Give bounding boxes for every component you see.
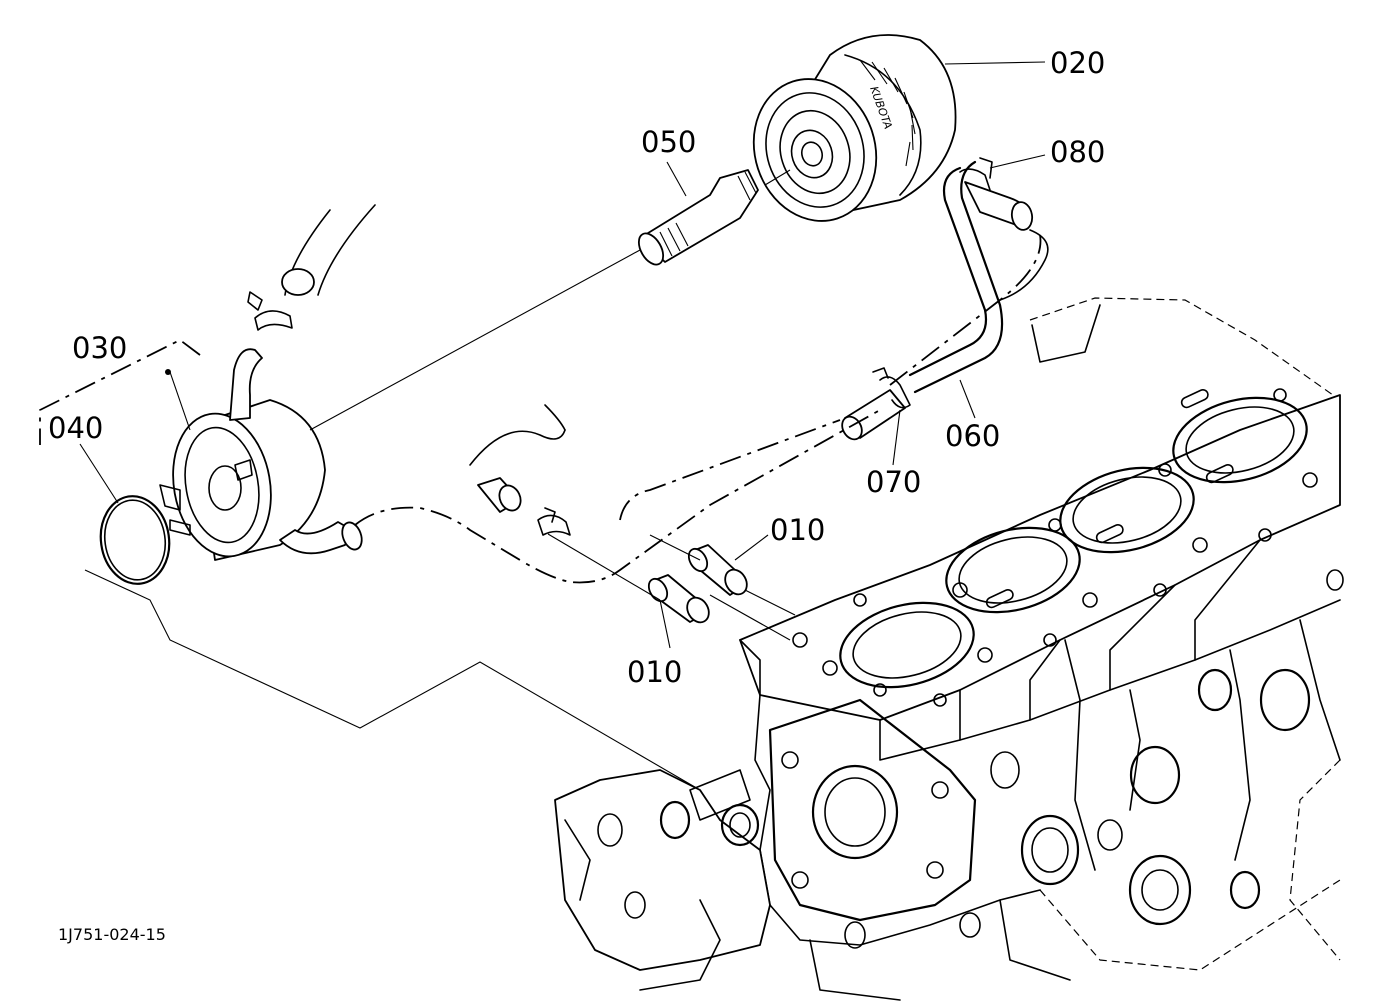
fitting-010-lower <box>647 574 710 624</box>
figure-id: 1J751-024-15 <box>58 925 166 944</box>
fitting-010-upper <box>687 544 748 596</box>
callout-010-upper: 010 <box>770 513 825 547</box>
threaded-pipe <box>637 169 791 266</box>
callout-020: 020 <box>1050 46 1105 80</box>
oil-filter: KUBOTA <box>752 34 957 222</box>
o-ring <box>99 495 171 585</box>
callout-010-lower: 010 <box>627 655 682 689</box>
callout-050: 050 <box>641 125 696 159</box>
callout-060: 060 <box>945 419 1000 453</box>
engine-block <box>554 297 1344 1001</box>
callout-070: 070 <box>866 465 921 499</box>
callout-030: 030 <box>72 331 127 365</box>
bent-pipe <box>908 160 1049 394</box>
callout-labels: 020 080 050 030 040 060 070 010 010 1J75… <box>48 46 1105 944</box>
callout-080: 080 <box>1050 135 1105 169</box>
upper-hose <box>247 204 376 331</box>
hose-070 <box>841 367 911 441</box>
hose-080 <box>959 157 1034 231</box>
leader-lines <box>39 61 1046 791</box>
oil-cooler <box>159 348 363 561</box>
callout-040: 040 <box>48 411 103 445</box>
middle-hose <box>469 404 571 536</box>
